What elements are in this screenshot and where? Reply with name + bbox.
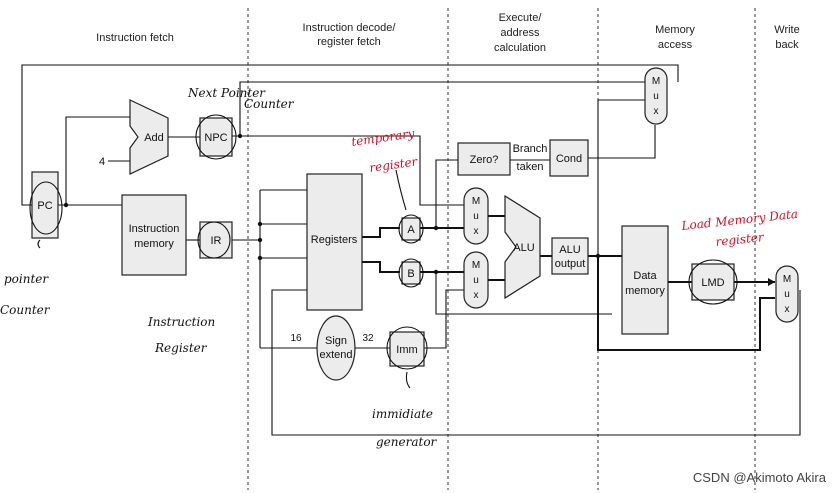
wb-mux-letter-x: x xyxy=(785,304,790,315)
stage-fetch-heading: Instruction fetch xyxy=(96,32,174,44)
cond-register xyxy=(549,139,589,177)
pointer-counter-note-line2: Counter xyxy=(0,303,51,317)
writeback-mux xyxy=(775,265,799,323)
sign-extend-label-line1: Sign xyxy=(325,335,347,347)
pc-select-mux xyxy=(644,67,668,125)
data-memory-label-line1: Data xyxy=(633,270,657,282)
bus-width-16: 16 xyxy=(290,333,302,344)
stage-execute-heading-line1: Execute/ xyxy=(499,12,543,24)
imm-register xyxy=(389,331,425,367)
npc-label: NPC xyxy=(204,132,227,144)
stage-decode-heading-line1: Instruction decode/ xyxy=(303,22,397,34)
alu-input-b-mux xyxy=(463,251,489,309)
stage-decode-heading-line2: register fetch xyxy=(317,36,381,48)
next-pointer-note-line1: Next Pointer xyxy=(187,86,266,100)
b-annotation-circle xyxy=(398,258,424,288)
alu-output-label-line1: ALU xyxy=(559,244,580,256)
imm-label: Imm xyxy=(396,344,417,356)
sign-extend-label-line2: extend xyxy=(319,349,352,361)
sign-extend-unit xyxy=(316,315,356,381)
constant-four: 4 xyxy=(99,156,105,168)
watermark: CSDN @Akimoto Akira xyxy=(693,470,827,485)
data-memory xyxy=(621,225,669,335)
handwritten-annotations: Next Pointer Counter temporary register … xyxy=(0,86,799,449)
a-annotation-circle xyxy=(398,214,424,244)
temporary-register-note-line1: temporary xyxy=(350,126,415,149)
stage-memory-heading-line2: access xyxy=(658,39,693,51)
next-pointer-note-line2: Counter xyxy=(244,97,295,111)
wb-mux-letter-m: M xyxy=(783,274,791,285)
alu-input-a-mux xyxy=(463,187,489,245)
alu-b-mux-letter-m: M xyxy=(472,260,480,271)
register-file xyxy=(306,173,363,311)
ir-label: IR xyxy=(211,235,222,247)
lmd-note-line1: Load Memory Data xyxy=(680,207,799,233)
pc-label: PC xyxy=(37,200,52,212)
alu-output-register xyxy=(551,237,589,275)
stage-writeback-heading-line2: back xyxy=(775,39,799,51)
pc-mux-letter-u: u xyxy=(653,91,659,102)
register-a-label: A xyxy=(407,224,415,236)
instruction-memory-label-line2: memory xyxy=(134,238,174,250)
branch-taken-label-line1: Branch xyxy=(513,143,548,155)
register-a xyxy=(401,217,421,241)
imm-annotation-circle xyxy=(386,326,428,370)
npc-register xyxy=(199,117,233,157)
alu-output-label-line2: output xyxy=(555,258,586,270)
bus-width-32: 32 xyxy=(362,333,374,344)
npc-annotation-circle xyxy=(195,114,237,160)
alu-a-mux-letter-x: x xyxy=(474,226,479,237)
pc-mux-letter-m: M xyxy=(652,76,660,87)
lmd-note-line2: register xyxy=(715,230,766,249)
alu-a-mux-letter-m: M xyxy=(472,196,480,207)
instruction-register-note-line2: Register xyxy=(154,341,208,355)
data-memory-label-line2: memory xyxy=(625,285,665,297)
stage-execute-heading-line2: address xyxy=(500,27,540,39)
immediate-generator-note-line1: immidiate xyxy=(372,407,433,421)
lmd-annotation-circle xyxy=(688,259,738,305)
register-file-label: Registers xyxy=(311,234,358,246)
adder xyxy=(129,99,169,175)
stage-writeback-heading-line1: Write xyxy=(774,24,799,36)
cond-label: Cond xyxy=(556,153,582,165)
temporary-register-pointer xyxy=(395,169,407,211)
register-b-label: B xyxy=(407,268,414,280)
instruction-memory-label-line1: Instruction xyxy=(129,223,180,235)
alu-b-mux-letter-u: u xyxy=(473,275,479,286)
zero-test-label: Zero? xyxy=(470,154,499,166)
wire-junctions xyxy=(63,133,601,275)
pc-register xyxy=(31,171,59,239)
pointer-counter-note-line1: pointer xyxy=(4,272,49,286)
stage-memory-heading-line1: Memory xyxy=(655,24,695,36)
pc-annotation-circle xyxy=(29,181,63,235)
imm-annotation-pointer xyxy=(405,371,411,389)
adder-label: Add xyxy=(144,132,164,144)
alu-label: ALU xyxy=(513,242,534,254)
alu-b-mux-letter-x: x xyxy=(474,290,479,301)
instruction-memory xyxy=(121,194,187,276)
register-b xyxy=(401,261,421,285)
pc-annotation-tick xyxy=(37,239,41,249)
stage-execute-heading-line3: calculation xyxy=(494,42,546,54)
instruction-register-note-line1: Instruction xyxy=(147,315,215,329)
branch-taken-label-line2: taken xyxy=(517,161,544,173)
pc-mux-letter-x: x xyxy=(654,106,659,117)
temporary-register-note-line2: register xyxy=(368,154,419,175)
zero-test-unit xyxy=(457,142,511,176)
ir-annotation-circle xyxy=(197,221,231,259)
lmd-register xyxy=(691,263,735,301)
alu xyxy=(504,194,541,300)
immediate-generator-note-line2: generator xyxy=(376,435,438,449)
wb-mux-letter-u: u xyxy=(784,289,790,300)
datapath-wires xyxy=(21,64,801,436)
lmd-label: LMD xyxy=(701,277,724,289)
alu-a-mux-letter-u: u xyxy=(473,211,479,222)
